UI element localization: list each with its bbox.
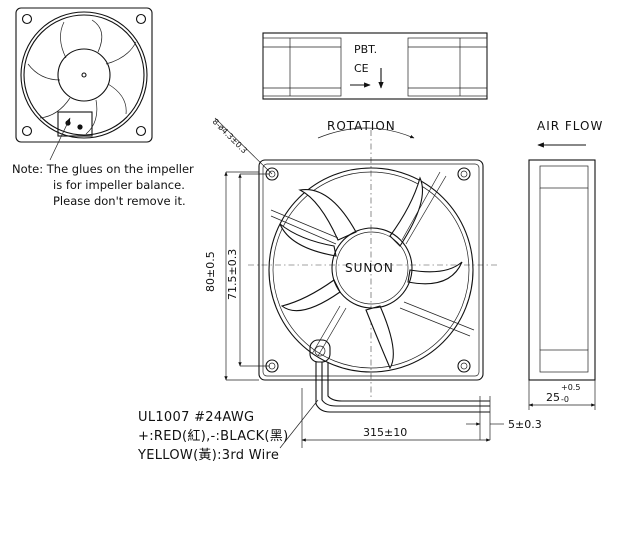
height-outer-dim: 80±0.5 [204, 251, 217, 292]
rotation-arc-arrow [317, 127, 415, 139]
front-view: SUNON [248, 130, 498, 398]
impeller-note: Note: The glues on the impeller is for i… [12, 162, 194, 208]
brand-label: SUNON [345, 261, 394, 275]
note-line-1: Note: The glues on the impeller [12, 162, 194, 176]
hole-leader [214, 117, 273, 175]
ce-mark: CE [354, 62, 369, 75]
wire-spec: UL1007 #24AWG +:RED(紅),-:BLACK(黑) YELLOW… [137, 410, 288, 463]
depth-tol-lower: -0 [561, 395, 569, 404]
note-line-2: is for impeller balance. [53, 178, 185, 192]
height-dimensions: 80±0.5 71.5±0.3 [204, 171, 270, 381]
strip-dim: 5±0.3 [508, 418, 542, 431]
note-line-3: Please don't remove it. [53, 194, 186, 208]
side-view-right: 25 +0.5 -0 [528, 159, 596, 410]
lead-wires: 5±0.3 315±10 [279, 362, 542, 449]
material-label: PBT. [354, 43, 377, 56]
wire-spec-line-2: +:RED(紅),-:BLACK(黑) [138, 429, 288, 444]
wire-spec-line-3: YELLOW(黃):3rd Wire [137, 448, 279, 463]
depth-dim: 25 [546, 391, 560, 404]
rotation-label: ROTATION [327, 119, 396, 133]
depth-tol-upper: +0.5 [561, 383, 580, 392]
wire-spec-line-1: UL1007 #24AWG [138, 410, 254, 425]
lead-length-dim: 315±10 [363, 426, 407, 439]
side-view-top: PBT. CE [262, 32, 488, 100]
hole-dimension: 8-ø4.3±0.3 [211, 117, 249, 155]
rear-view [15, 7, 153, 161]
air-flow-label: AIR FLOW [537, 119, 603, 133]
height-inner-dim: 71.5±0.3 [226, 249, 239, 300]
